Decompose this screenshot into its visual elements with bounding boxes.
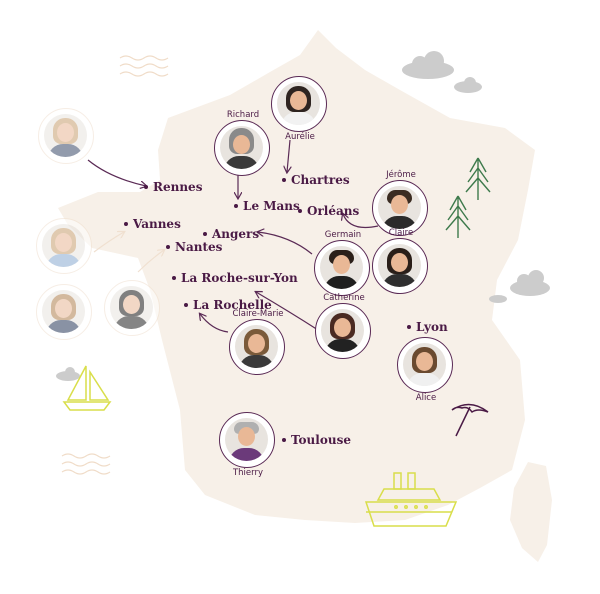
avatar [320,246,363,289]
city-label: Orléans [307,204,360,218]
city-marker [166,245,170,249]
city-label: Lyon [416,320,448,334]
person-name: Aurélie [285,132,315,142]
person-faded-3 [36,284,92,340]
person-name: Thierry [232,468,264,478]
avatar [220,126,263,169]
person-name: Germain [324,230,362,240]
umbrella-icon [451,403,489,437]
person-name: Claire [388,228,414,238]
tree-icon [445,157,491,238]
connection-arrows [87,139,379,333]
city-angers: Angers [203,227,259,241]
person-faded-1 [38,108,94,164]
person-name: Jérôme [386,170,416,180]
avatar [225,418,268,461]
city-label: Nantes [175,240,223,254]
avatar [44,114,87,157]
city-vannes: Vannes [124,217,181,231]
city-chartres: Chartres [282,173,350,187]
person-thierry: Thierry [219,412,275,478]
city-label: Rennes [153,180,203,194]
person-faded-2 [36,218,92,274]
ship-icon [364,472,458,527]
person-germain: Germain [314,230,370,296]
city-marker [184,303,188,307]
city-toulouse: Toulouse [282,433,351,447]
city-lyon: Lyon [407,320,448,334]
city-label: Vannes [133,217,181,231]
cloud-icon [56,51,550,381]
person-jerome: Jérôme [372,170,428,236]
city-marker [203,232,207,236]
city-label: La Rochelle [193,298,272,312]
city-label: Angers [212,227,260,241]
city-label: Le Mans [243,199,300,213]
city-marker [298,209,302,213]
city-label: La Roche-sur-Yon [181,271,298,285]
avatar [277,82,320,125]
person-claire: Claire [372,228,428,294]
person-alice: Alice [397,337,453,403]
city-orleans: Orléans [298,204,359,218]
avatar [110,286,153,329]
city-marker [282,178,286,182]
sailboat-icon [62,365,112,411]
city-marker [124,222,128,226]
avatar [378,186,421,229]
person-faded-4 [104,280,160,336]
city-rennes: Rennes [144,180,202,194]
france-mainland [58,30,535,523]
person-name: Alice [415,393,437,403]
avatar [403,343,446,386]
city-marker [172,276,176,280]
city-la-roche-sur-yon: La Roche-sur-Yon [172,271,298,285]
city-nantes: Nantes [166,240,222,254]
city-marker [282,438,286,442]
city-le-mans: Le Mans [234,199,300,213]
person-name: Claire-Marie [232,309,284,319]
person-catherine: Catherine [315,293,371,359]
avatar [378,244,421,287]
person-claire-marie: Claire-Marie [229,309,285,375]
city-marker [234,204,238,208]
waves-icon [61,55,169,475]
city-marker [407,325,411,329]
avatar [235,325,278,368]
person-name: Catherine [323,293,365,303]
city-la-rochelle: La Rochelle [184,298,272,312]
city-label: Toulouse [291,433,351,447]
city-marker [144,185,148,189]
avatar [42,224,85,267]
person-richard: Richard [214,110,270,176]
city-label: Chartres [291,173,350,187]
person-name: Richard [226,110,260,120]
avatar [321,309,364,352]
corsica [510,462,552,562]
avatar [42,290,85,333]
faded-arrows [93,232,164,273]
person-aurelie: Aurélie [271,76,327,142]
